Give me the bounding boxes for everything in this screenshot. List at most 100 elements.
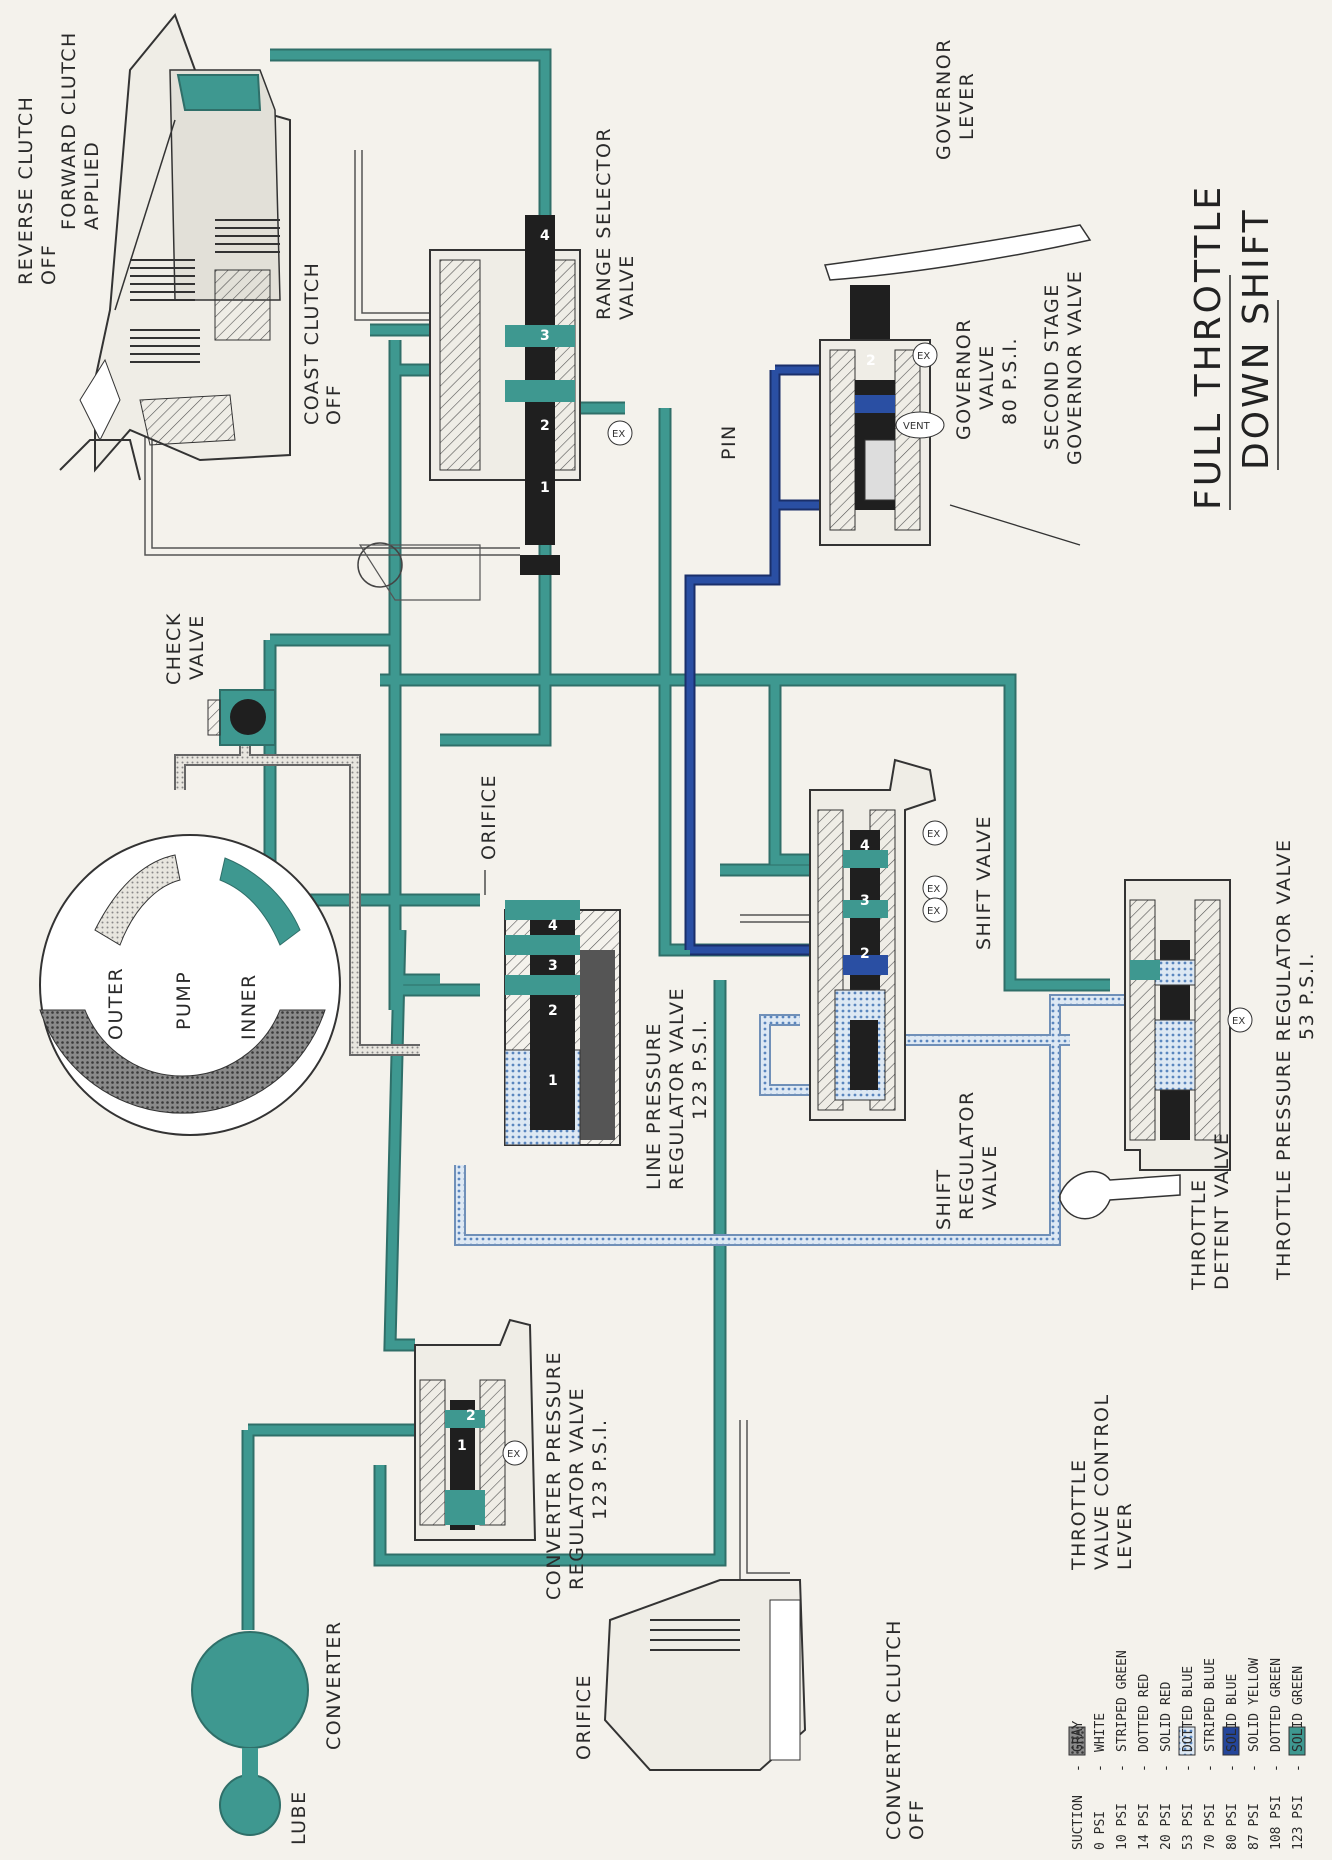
legend-swatch bbox=[1222, 1726, 1240, 1756]
label-throttle-detent-2: DETENT VALVE bbox=[1211, 1132, 1233, 1290]
legend-pressure: 53 PSI bbox=[1181, 1803, 1196, 1850]
label-governor-lever-2: LEVER bbox=[956, 72, 978, 140]
shift-valve: 4 3 2 EX EX EX bbox=[809, 758, 948, 1121]
svg-text:1: 1 bbox=[540, 480, 550, 496]
legend-swatch bbox=[1178, 1726, 1196, 1756]
label-pump: PUMP bbox=[173, 971, 195, 1030]
label-check-valve: CHECK bbox=[163, 612, 185, 685]
legend-pressure: 14 PSI bbox=[1137, 1803, 1152, 1850]
legend-swatch bbox=[1288, 1726, 1306, 1756]
svg-text:1: 1 bbox=[548, 1073, 558, 1089]
legend-entry: SUCTION - GRAY bbox=[1068, 1721, 1086, 1850]
label-shift-regulator-2: REGULATOR bbox=[956, 1090, 978, 1220]
converter bbox=[191, 1631, 309, 1836]
svg-text:VENT: VENT bbox=[903, 421, 931, 432]
svg-text:3: 3 bbox=[548, 958, 558, 974]
label-lube: LUBE bbox=[288, 1790, 310, 1845]
label-converter-pressure: CONVERTER PRESSURE bbox=[543, 1351, 565, 1600]
svg-text:EX: EX bbox=[612, 429, 625, 440]
label-converter: CONVERTER bbox=[323, 1620, 345, 1750]
label-range-selector-2: VALVE bbox=[616, 254, 638, 320]
svg-text:EX: EX bbox=[917, 351, 930, 362]
label-governor-valve-2: VALVE bbox=[976, 344, 998, 410]
label-coast-clutch-state: OFF bbox=[323, 384, 345, 425]
svg-text:-: - bbox=[1203, 1764, 1218, 1772]
label-converter-pressure-3: 123 P.S.I. bbox=[589, 1418, 611, 1520]
label-second-stage-2: GOVERNOR VALVE bbox=[1064, 270, 1086, 465]
label-throttle-lever-3: LEVER bbox=[1114, 1502, 1136, 1570]
legend-name: SOLID BLUE bbox=[1225, 1674, 1240, 1752]
legend-pressure: 0 PSI bbox=[1093, 1811, 1108, 1850]
legend-pressure: 10 PSI bbox=[1115, 1803, 1130, 1850]
legend-entry: 10 PSI - STRIPED GREEN bbox=[1115, 1650, 1130, 1850]
svg-text:-: - bbox=[1137, 1764, 1152, 1772]
legend-pressure: 123 PSI bbox=[1291, 1795, 1306, 1850]
label-check-valve-2: VALVE bbox=[186, 614, 208, 680]
legend-entry: 80 PSI-SOLID BLUE bbox=[1222, 1674, 1240, 1850]
label-orifice-top: ORIFICE bbox=[478, 774, 500, 860]
label-converter-clutch-state: OFF bbox=[906, 1799, 928, 1840]
converter-pressure-regulator-valve: 1 2 EX bbox=[414, 1318, 537, 1541]
label-forward-clutch-state: APPLIED bbox=[81, 141, 103, 230]
legend-entry: 53 PSI-DOTTED BLUE bbox=[1178, 1666, 1196, 1850]
pump bbox=[39, 834, 341, 1136]
legend-pressure: SUCTION bbox=[1071, 1795, 1086, 1850]
label-line-pressure-2: REGULATOR VALVE bbox=[666, 987, 688, 1190]
legend-entry: 70 PSI-STRIPED BLUE bbox=[1203, 1658, 1218, 1850]
svg-text:3: 3 bbox=[860, 893, 870, 909]
legend-entry: 123 PSI-SOLID GREEN bbox=[1288, 1666, 1306, 1850]
svg-text:-: - bbox=[1093, 1764, 1108, 1772]
legend-entry: 108 PSI-DOTTED GREEN bbox=[1269, 1658, 1284, 1850]
legend-name: DOTTED RED bbox=[1137, 1674, 1152, 1752]
svg-text:EX: EX bbox=[507, 1449, 520, 1460]
check-valve bbox=[207, 689, 276, 746]
legend-swatch bbox=[1068, 1726, 1086, 1756]
svg-text:-: - bbox=[1247, 1764, 1262, 1772]
legend-name: SOLID RED bbox=[1159, 1681, 1174, 1752]
label-line-pressure-3: 123 P.S.I. bbox=[689, 1018, 711, 1120]
legend-name: DOTTED GREEN bbox=[1269, 1658, 1284, 1752]
label-coast-clutch: COAST CLUTCH bbox=[301, 262, 323, 425]
label-forward-clutch: FORWARD CLUTCH bbox=[58, 31, 80, 230]
svg-text:EX: EX bbox=[927, 829, 940, 840]
label-pin: PIN bbox=[718, 424, 740, 460]
legend-entry: 87 PSI-SOLID YELLOW bbox=[1247, 1658, 1262, 1850]
svg-text:EX: EX bbox=[927, 906, 940, 917]
legend-pressure: 70 PSI bbox=[1203, 1803, 1218, 1850]
range-selector-valve: 4 3 2 1 EX bbox=[357, 215, 633, 601]
throttle-pressure-regulator-valve: EX bbox=[1059, 879, 1253, 1220]
svg-text:-: - bbox=[1071, 1764, 1086, 1772]
label-governor-valve-3: 80 P.S.I. bbox=[999, 337, 1021, 425]
label-line-pressure: LINE PRESSURE bbox=[643, 1022, 665, 1190]
svg-text:2: 2 bbox=[860, 946, 870, 962]
label-throttle-pressure-2: 53 P.S.I. bbox=[1296, 952, 1318, 1040]
svg-text:2: 2 bbox=[866, 353, 876, 369]
label-throttle-pressure: THROTTLE PRESSURE REGULATOR VALVE bbox=[1273, 839, 1295, 1281]
label-throttle-detent: THROTTLE bbox=[1188, 1178, 1210, 1291]
label-shift-regulator: SHIFT bbox=[933, 1168, 955, 1230]
svg-text:2: 2 bbox=[548, 1003, 558, 1019]
label-shift-regulator-3: VALVE bbox=[979, 1144, 1001, 1210]
label-pump-inner: INNER bbox=[238, 973, 260, 1040]
text-labels: REVERSE CLUTCH OFF FORWARD CLUTCH APPLIE… bbox=[15, 31, 1318, 1845]
label-range-selector: RANGE SELECTOR bbox=[593, 127, 615, 320]
label-second-stage: SECOND STAGE bbox=[1041, 283, 1063, 450]
legend-name: STRIPED GREEN bbox=[1115, 1650, 1130, 1752]
label-converter-pressure-2: REGULATOR VALVE bbox=[566, 1387, 588, 1590]
svg-text:2: 2 bbox=[466, 1408, 476, 1424]
svg-text:EX: EX bbox=[927, 884, 940, 895]
svg-text:-: - bbox=[1115, 1764, 1130, 1772]
svg-text:4: 4 bbox=[548, 918, 558, 934]
label-throttle-lever: THROTTLE bbox=[1068, 1458, 1090, 1571]
legend-entry: 20 PSI-SOLID RED bbox=[1159, 1681, 1174, 1850]
legend-pressure: 87 PSI bbox=[1247, 1803, 1262, 1850]
legend-entry: 0 PSI-WHITE bbox=[1093, 1713, 1108, 1850]
svg-text:2: 2 bbox=[540, 418, 550, 434]
svg-text:4: 4 bbox=[860, 838, 870, 854]
line-pressure-regulator-valve: 4 3 2 1 bbox=[504, 900, 621, 1146]
label-shift-valve: SHIFT VALVE bbox=[973, 815, 995, 950]
legend-name: GRAY bbox=[1071, 1721, 1086, 1752]
label-converter-clutch: CONVERTER CLUTCH bbox=[883, 1619, 905, 1840]
